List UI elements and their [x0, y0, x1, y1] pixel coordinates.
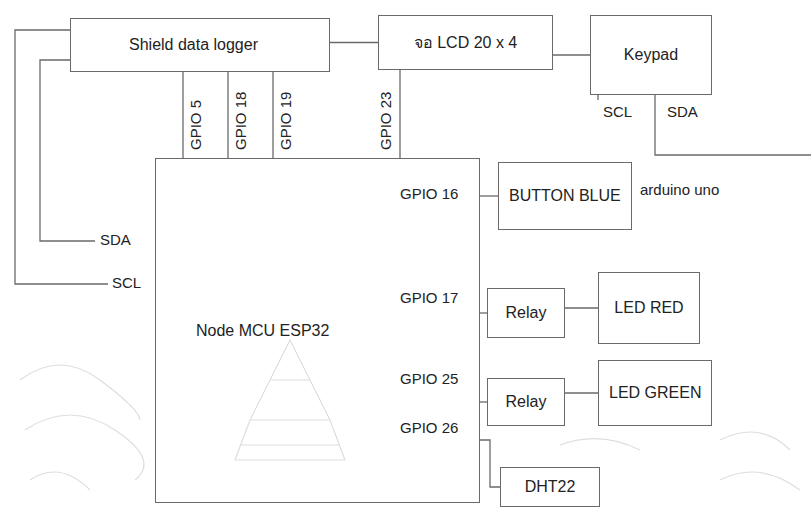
led-box: LED GREEN: [598, 360, 712, 426]
signal-label: SCL: [603, 104, 632, 121]
wire-connector: [480, 195, 498, 196]
signal-label: SDA: [100, 232, 131, 249]
watermark: [20, 340, 800, 490]
signal-label: SCL: [112, 275, 141, 292]
pin-label: GPIO 19: [278, 92, 295, 150]
keypad-box: Keypad: [590, 15, 712, 95]
module-box: Shield data logger: [70, 18, 330, 72]
led-box: LED RED: [598, 272, 700, 344]
wire-connector: [480, 401, 487, 402]
node-text: LED RED: [614, 298, 683, 318]
node-text: BUTTON BLUE: [509, 186, 621, 206]
controller-box: Node MCU ESP32: [155, 158, 480, 503]
button-box: BUTTON BLUE: [498, 162, 632, 230]
pin-label: GPIO 23: [378, 92, 395, 150]
node-text: Node MCU ESP32: [196, 321, 329, 341]
wire-connector: [399, 70, 400, 158]
node-text: LED GREEN: [609, 383, 701, 403]
node-text: Relay: [506, 392, 547, 412]
sensor-box: DHT22: [500, 467, 600, 507]
pin-label: GPIO 18: [233, 92, 250, 150]
pin-label: GPIO 16: [400, 186, 458, 203]
display-box: จอ LCD 20 x 4: [378, 15, 553, 70]
pin-label: GPIO 26: [400, 420, 458, 437]
pin-label: GPIO 17: [400, 290, 458, 307]
wire-connector: [480, 312, 487, 313]
pin-label: GPIO 5: [188, 100, 205, 150]
relay-box: Relay: [487, 378, 565, 426]
node-text: จอ LCD 20 x 4: [414, 33, 517, 53]
wire-connector: [565, 392, 598, 393]
pin-label: GPIO 25: [400, 371, 458, 388]
signal-label: SDA: [667, 104, 698, 121]
node-text: Relay: [506, 303, 547, 323]
wire-connector: [565, 307, 598, 308]
wire-connector: [182, 72, 183, 158]
wire-connector: [330, 42, 378, 43]
node-text: Keypad: [624, 45, 678, 65]
wire-connector: [480, 440, 500, 487]
board-label: arduino uno: [640, 182, 719, 199]
relay-box: Relay: [487, 288, 565, 338]
node-text: DHT22: [525, 477, 576, 497]
node-text: Shield data logger: [129, 35, 258, 55]
wire-connector: [553, 54, 590, 55]
wire: [15, 30, 811, 284]
